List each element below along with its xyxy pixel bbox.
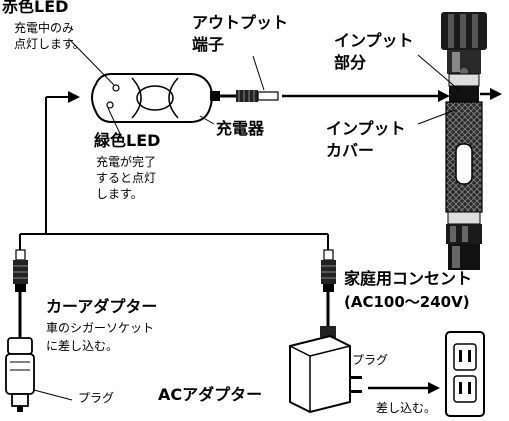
input-part-label-2: 部分 <box>334 53 367 72</box>
car-adapter-cord <box>13 249 28 338</box>
charger-unit <box>91 73 279 123</box>
ac-adapter-cord <box>320 249 336 338</box>
car-adapter-desc-1: 車のシガーソケット <box>46 321 155 335</box>
car-plug-label: プラグ <box>78 391 115 405</box>
car-cigarette-plug <box>5 337 73 412</box>
red-led-icon <box>112 84 120 92</box>
output-terminal-label-2: 端子 <box>192 35 225 54</box>
output-terminal-label-1: アウトプット <box>192 13 289 32</box>
input-cover-label-2: カバー <box>326 141 375 160</box>
green-led-icon <box>106 101 114 109</box>
outlet-label-1: 家庭用コンセント <box>344 269 473 288</box>
ac-adapter-label: ACアダプター <box>158 385 263 404</box>
green-led-label: 緑色LED <box>94 131 161 150</box>
green-led-desc-2: すると点灯 <box>96 171 157 185</box>
insert-label: 差し込む。 <box>376 401 437 415</box>
flashlight <box>441 12 487 270</box>
outlet-label-2: (AC100〜240V) <box>344 293 470 311</box>
ac-adapter-box <box>289 334 362 414</box>
red-led-label: 赤色LED <box>2 0 69 16</box>
car-adapter-desc-2: に差し込む。 <box>46 339 119 353</box>
input-part-label-1: インプット <box>334 31 414 50</box>
green-led-desc-1: 充電が完了 <box>96 155 157 169</box>
charger-label: 充電器 <box>216 119 265 138</box>
green-led-desc-3: します。 <box>96 187 143 201</box>
input-cover-label-1: インプット <box>326 119 406 138</box>
ac-plug-label: プラグ <box>352 353 389 367</box>
red-led-desc-1: 充電中のみ <box>14 21 75 35</box>
car-adapter-label: カーアダプター <box>46 297 158 316</box>
red-led-desc-2: 点灯します。 <box>14 37 85 51</box>
wall-outlet <box>445 331 485 417</box>
